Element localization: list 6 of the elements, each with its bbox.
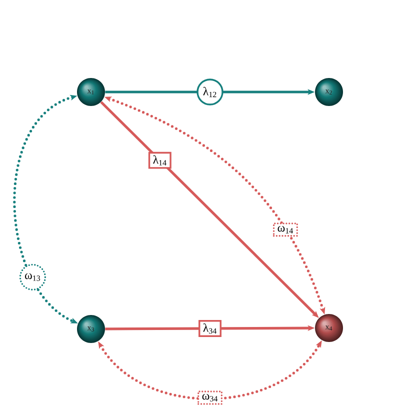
edge-label: ω$_{13}$ xyxy=(19,264,46,290)
edge-label: λ$_{14}$ xyxy=(148,152,172,169)
edge-label: λ$_{12}$ xyxy=(196,78,224,106)
edge-label: ω$_{34}$ xyxy=(197,390,223,405)
edge-label: λ$_{34}$ xyxy=(198,320,222,337)
edge-label: ω$_{14}$ xyxy=(272,222,298,237)
